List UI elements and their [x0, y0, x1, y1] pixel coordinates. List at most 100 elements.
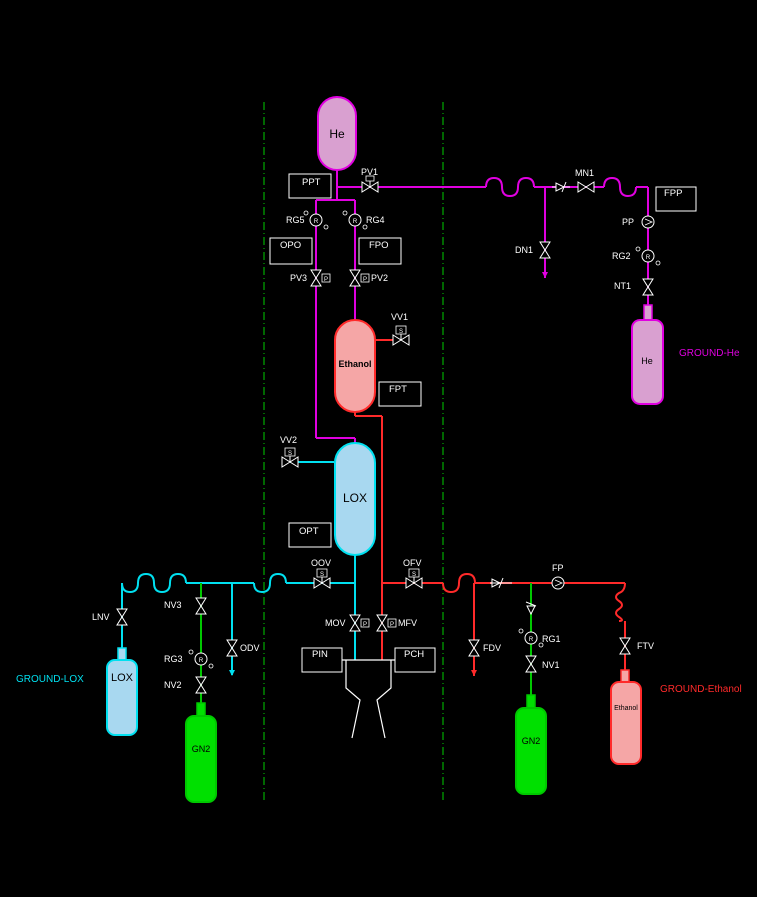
- ethanol-tank-label: Ethanol: [339, 359, 372, 369]
- he-flex-hose-1: [485, 176, 535, 198]
- ground-he-cylinder: He: [631, 304, 664, 405]
- pch-box: [394, 647, 436, 673]
- lox-lines: [121, 461, 356, 675]
- fpo-label: FPO: [369, 240, 389, 251]
- ppt-box: [288, 173, 332, 199]
- engine: [342, 659, 395, 739]
- ground-lox-cylinder-label: LOX: [111, 672, 134, 684]
- vv1-label: VV1: [391, 312, 408, 322]
- nv3-valve[interactable]: [195, 597, 207, 615]
- fpt-box: [378, 381, 422, 407]
- oov-mark: S: [320, 572, 324, 578]
- dn1-valve[interactable]: [539, 241, 551, 259]
- oov-valve[interactable]: S: [313, 568, 331, 589]
- pv2-valve[interactable]: P: [349, 269, 370, 287]
- mn1-valve[interactable]: [577, 181, 595, 193]
- rg1-mark: R: [529, 637, 534, 643]
- rg4-regulator[interactable]: R: [342, 210, 368, 230]
- nv1-label: NV1: [542, 660, 560, 670]
- mfv-mark: P: [390, 622, 394, 628]
- vv1-mark: S: [399, 329, 403, 335]
- opt-box: [288, 522, 332, 548]
- gn2-left-label: GN2: [192, 744, 211, 754]
- opt-label: OPT: [299, 526, 319, 537]
- ofv-mark: S: [412, 572, 416, 578]
- fp-pump[interactable]: [551, 576, 565, 590]
- vv1-valve[interactable]: S: [392, 325, 410, 346]
- rg3-mark: R: [199, 658, 204, 664]
- ethanol-check-valve: [490, 577, 512, 589]
- pin-label: PIN: [312, 649, 328, 660]
- fdv-drain-arrow: [471, 670, 477, 676]
- he-tank-label: He: [329, 127, 345, 141]
- mfv-valve[interactable]: P: [376, 614, 397, 632]
- fp-label: FP: [552, 563, 564, 573]
- mov-valve[interactable]: P: [349, 614, 370, 632]
- he-flex-hose-2: [603, 176, 637, 198]
- rg3-label: RG3: [164, 654, 183, 664]
- fpt-label: FPT: [389, 384, 407, 395]
- fdv-valve[interactable]: [468, 639, 480, 657]
- rg2-label: RG2: [612, 251, 631, 261]
- pv1-valve[interactable]: [361, 175, 379, 193]
- he-tank: He: [317, 96, 357, 171]
- ftv-valve[interactable]: [619, 637, 631, 655]
- ofv-valve[interactable]: S: [405, 568, 423, 589]
- lox-tank-label: LOX: [343, 491, 367, 505]
- fpp-box: [655, 186, 697, 212]
- gn2-right-label: GN2: [522, 736, 541, 746]
- pch-label: PCH: [404, 649, 424, 660]
- lox-flex-hose-1: [253, 572, 287, 594]
- gn2-left-cylinder: GN2: [185, 702, 217, 803]
- ground-lox-cylinder: LOX: [106, 647, 138, 736]
- pv2-label: PV2: [371, 273, 388, 283]
- dn1-label: DN1: [515, 245, 533, 255]
- mfv-label: MFV: [398, 618, 417, 628]
- pv3-mark: P: [324, 277, 328, 283]
- ground-lox-group-label: GROUND-LOX: [16, 674, 84, 685]
- pin-box: [301, 647, 343, 673]
- nv2-label: NV2: [164, 680, 182, 690]
- rg2-mark: R: [646, 255, 651, 261]
- fdv-label: FDV: [483, 643, 501, 653]
- nv1-valve[interactable]: [525, 655, 537, 673]
- pv1-label: PV1: [361, 167, 378, 177]
- pv2-mark: P: [363, 277, 367, 283]
- rg2-regulator[interactable]: R: [635, 246, 661, 266]
- mn1-label: MN1: [575, 168, 594, 178]
- dn1-drain-arrow: [542, 272, 548, 278]
- odv-valve[interactable]: [226, 639, 238, 657]
- ground-ethanol-cylinder: Ethanol: [610, 669, 642, 765]
- rg4-label: RG4: [366, 215, 385, 225]
- odv-label: ODV: [240, 643, 260, 653]
- vv2-valve[interactable]: S: [281, 447, 299, 468]
- rg5-regulator[interactable]: R: [303, 210, 329, 230]
- nv3-label: NV3: [164, 600, 182, 610]
- mov-label: MOV: [325, 618, 346, 628]
- rg1-regulator[interactable]: R: [518, 628, 544, 648]
- ground-ethanol-label: Ethanol: [614, 705, 638, 712]
- odv-drain-arrow: [229, 670, 235, 676]
- ground-he-group-label: GROUND-He: [679, 348, 740, 359]
- nv2-valve[interactable]: [195, 676, 207, 694]
- lnv-valve[interactable]: [116, 608, 128, 626]
- boundary-lines: [263, 102, 444, 802]
- lox-flex-hose-2: [121, 572, 187, 594]
- eth-flex-hose-1: [442, 572, 476, 594]
- sensor-boxes: [269, 173, 697, 673]
- lox-tank: LOX: [334, 442, 376, 556]
- rg3-regulator[interactable]: R: [188, 649, 214, 669]
- vv2-label: VV2: [280, 435, 297, 445]
- nt1-valve[interactable]: [642, 278, 654, 296]
- nt1-label: NT1: [614, 281, 631, 291]
- ftv-label: FTV: [637, 641, 654, 651]
- pp-pump[interactable]: [641, 215, 655, 229]
- pp-label: PP: [622, 217, 634, 227]
- pv3-valve[interactable]: P: [310, 269, 331, 287]
- rg4-mark: R: [353, 219, 358, 225]
- fpp-label: FPP: [664, 188, 682, 199]
- opo-box: [269, 237, 313, 265]
- rg5-label: RG5: [286, 215, 305, 225]
- rg1-label: RG1: [542, 634, 561, 644]
- lnv-label: LNV: [92, 612, 110, 622]
